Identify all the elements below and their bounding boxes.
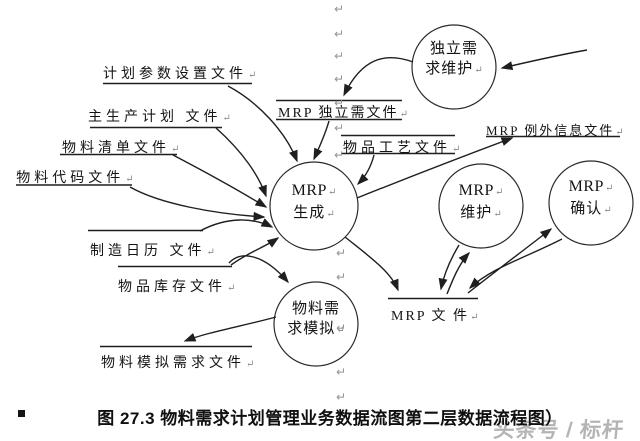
return-mark-icon: ↵ — [248, 70, 257, 81]
store-item-inventory-file-label: 物品库存文件↵ — [118, 276, 236, 296]
arrow-mrp-file-to-mrp-confirmation — [467, 228, 553, 294]
return-mark-icon: ↵ — [470, 312, 479, 323]
store-master-production-schedule-file-label: 主生产计划 文件↵ — [88, 106, 231, 126]
arrow-master-production-schedule-to-mrp-generation — [215, 127, 267, 198]
arrow-item-inventory-to-material-demand-simulation — [228, 255, 289, 284]
store-mrp-file-label: MRP 文 件↵ — [391, 305, 478, 325]
return-mark-icon: ↵ — [494, 187, 504, 198]
store-material-code-file-label: 物料代码文件↵ — [16, 167, 134, 187]
return-mark-icon: ↵ — [206, 247, 215, 258]
process-mrp-confirmation-circle — [548, 160, 634, 246]
store-label-text: 物品工艺文件 — [343, 141, 451, 156]
return-mark-icon: ↵ — [493, 209, 502, 220]
store-label-text: 物料代码文件 — [16, 171, 125, 186]
paragraph-mark-icon: ↵ — [334, 72, 345, 86]
process-label-line1: MRP↵ — [568, 178, 614, 195]
process-label-line1: MRP↵ — [458, 182, 504, 199]
return-mark-icon: ↵ — [171, 144, 180, 155]
paragraph-mark-icon: ↵ — [334, 121, 345, 135]
paragraph-mark-icon: ↵ — [334, 96, 345, 110]
arrow-mrp-independent-demand-file-to-mrp-generation — [313, 120, 330, 161]
paragraph-mark-icon: ↵ — [334, 2, 345, 16]
store-plan-parameter-settings-file-label: 计划参数设置文件↵ — [103, 63, 257, 83]
return-mark-icon: ↵ — [399, 109, 408, 120]
return-mark-icon: ↵ — [452, 144, 461, 155]
process-label-line2: 生成↵ — [293, 205, 335, 221]
process-label-line2: 求模拟↵ — [287, 321, 345, 337]
store-label-text: 物料清单文件 — [62, 141, 170, 156]
arrow-mrp-generation-to-mrp-exception-info-file — [356, 137, 514, 199]
process-label-line1: 独立需 — [429, 41, 478, 57]
process-independent-demand-maintenance-label: 独立需 求维护↵ — [412, 39, 496, 81]
return-mark-icon: ↵ — [326, 209, 335, 220]
process-material-demand-simulation-label: 物料需 求模拟↵ — [274, 299, 358, 341]
process-independent-demand-maintenance-circle — [411, 24, 497, 110]
process-label-line1: 物料需 — [291, 301, 340, 317]
return-mark-icon: ↵ — [603, 205, 612, 216]
arrow-manufacturing-calendar-to-mrp-generation — [199, 218, 274, 232]
paragraph-mark-icon: ↵ — [336, 270, 347, 284]
paragraph-mark-icon: ↵ — [334, 27, 345, 41]
store-manufacturing-calendar-file-label: 制造日历 文件↵ — [90, 240, 215, 260]
process-mrp-confirmation-label: MRP↵ 确认↵ — [549, 177, 633, 221]
return-mark-icon: ↵ — [615, 127, 624, 138]
arrow-mrp-confirmation-to-mrp-file — [468, 238, 563, 290]
process-material-demand-simulation-circle — [273, 281, 359, 367]
return-mark-icon: ↵ — [125, 174, 134, 185]
store-label-text: MRP 例外信息文件 — [486, 123, 615, 138]
store-bom-file-label: 物料清单文件↵ — [62, 137, 179, 157]
process-label-line2: 维护↵ — [460, 205, 502, 221]
arrow-plan-parameter-settings-to-mrp-generation — [227, 85, 298, 163]
store-label-text: 物料模拟需求文件 — [101, 356, 245, 371]
process-label-line2: 确认↵ — [570, 201, 612, 217]
process-label-line1: MRP↵ — [291, 182, 337, 199]
figure-caption: 图 27.3 物料需求计划管理业务数据流图第二层数据流程图） — [97, 409, 563, 428]
return-mark-icon: ↵ — [336, 325, 345, 336]
process-label-line2: 求维护↵ — [425, 61, 483, 77]
store-label-text: MRP 文 件 — [391, 309, 470, 324]
arrow-item-process-file-to-mrp-generation — [356, 154, 375, 186]
arrow-bom-to-mrp-generation — [172, 154, 268, 208]
return-mark-icon: ↵ — [222, 113, 231, 124]
store-label-text: 主生产计划 文件 — [88, 110, 222, 125]
return-mark-icon: ↵ — [246, 359, 255, 370]
arrow-item-inventory-to-mrp-generation — [230, 237, 280, 266]
arrow-material-code-to-mrp-generation — [129, 186, 266, 221]
process-mrp-maintenance-circle — [438, 163, 524, 249]
arrow-external-to-independent-demand-maintenance — [500, 49, 588, 71]
store-label-text: 制造日历 文件 — [90, 244, 206, 259]
paragraph-mark-icon: ↵ — [336, 390, 347, 404]
store-mrp-exception-info-file-label: MRP 例外信息文件↵ — [486, 120, 624, 139]
return-mark-icon: ↵ — [604, 183, 614, 194]
return-mark-icon: ↵ — [474, 65, 483, 76]
paragraph-mark-icon: ↵ — [336, 321, 347, 335]
list-bullet-square — [18, 410, 25, 417]
store-label-text: MRP 独立需文件 — [278, 106, 399, 121]
arrow-mrp-file-to-mrp-maintenance — [446, 251, 471, 295]
paragraph-mark-icon: ↵ — [336, 246, 347, 260]
paragraph-mark-icon: ↵ — [334, 49, 345, 63]
return-mark-icon: ↵ — [227, 283, 236, 294]
store-label-text: 计划参数设置文件 — [103, 67, 247, 82]
store-label-text: 物品库存文件 — [118, 280, 226, 295]
arrow-mrp-maintenance-to-mrp-file — [438, 244, 460, 291]
arrow-independent-demand-maintenance-to-mrp-independent-demand-file — [343, 57, 414, 97]
process-mrp-generation-label: MRP↵ 生成↵ — [270, 181, 358, 225]
store-material-simulated-demand-file-label: 物料模拟需求文件↵ — [101, 352, 255, 372]
store-mrp-independent-demand-file-label: MRP 独立需文件↵ — [278, 102, 408, 122]
process-mrp-generation-circle — [269, 161, 359, 251]
paragraph-mark-icon: ↵ — [334, 148, 345, 162]
return-mark-icon: ↵ — [327, 187, 337, 198]
paragraph-mark-icon: ↵ — [336, 365, 347, 379]
store-item-process-file-label: 物品工艺文件↵ — [343, 137, 460, 157]
process-mrp-maintenance-label: MRP↵ 维护↵ — [439, 181, 523, 225]
arrow-material-demand-simulation-to-material-simulated-demand-file — [183, 316, 277, 342]
arrow-mrp-generation-to-mrp-file — [344, 236, 399, 292]
